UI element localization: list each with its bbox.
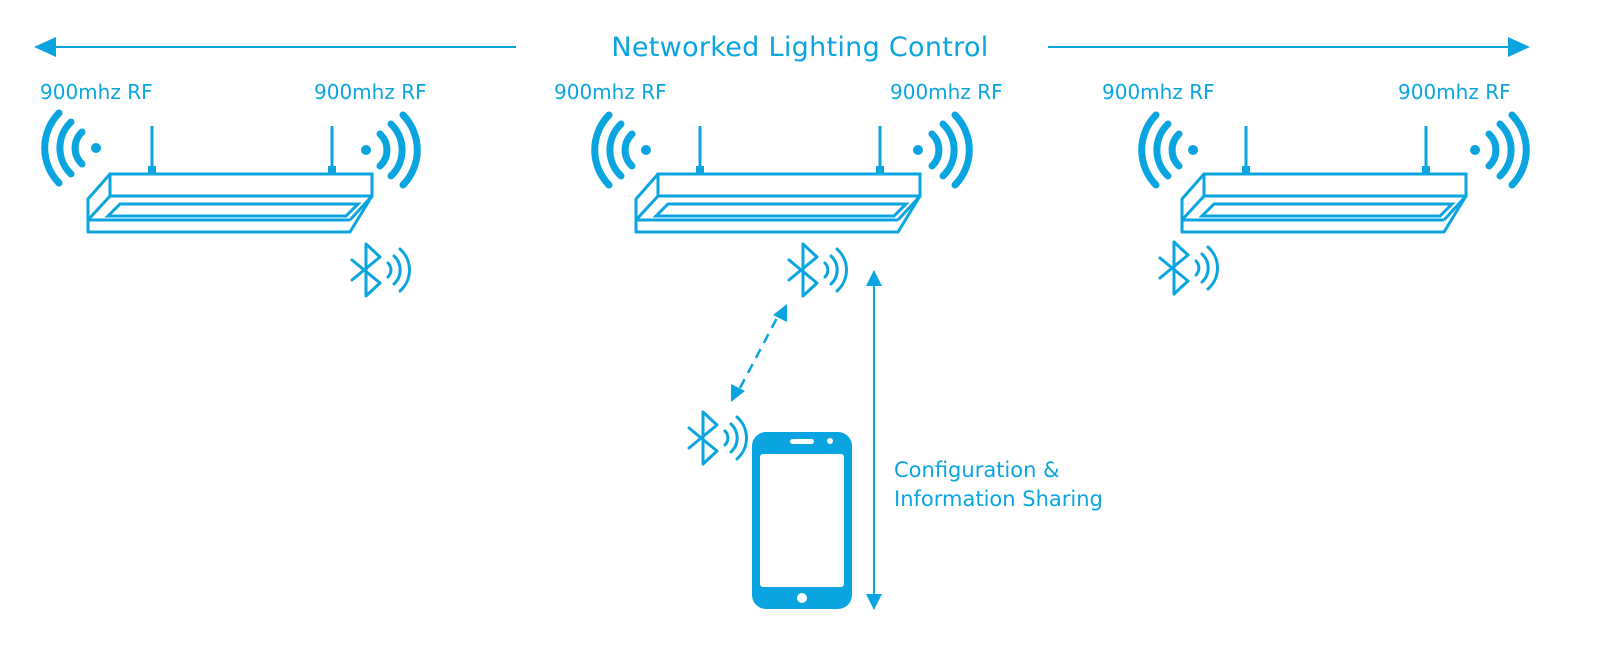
fixture-1-right-rf-label: 900mhz RF — [314, 80, 427, 104]
bluetooth-icon — [787, 242, 848, 298]
configuration-link-arrow — [866, 270, 882, 610]
network-span-arrow-left — [34, 37, 516, 57]
fixture-1-left-rf-label: 900mhz RF — [40, 80, 153, 104]
fixture-3-right-rf-label: 900mhz RF — [1398, 80, 1511, 104]
wifi-signal-icon — [595, 115, 651, 185]
bluetooth-link-arrow — [731, 304, 787, 402]
configuration-caption-line2: Information Sharing — [894, 487, 1103, 511]
light-fixture-icon — [1180, 124, 1468, 234]
configuration-caption: Configuration & Information Sharing — [894, 456, 1103, 514]
bluetooth-icon — [1158, 240, 1219, 296]
wifi-signal-icon — [1142, 115, 1198, 185]
configuration-caption-line1: Configuration & — [894, 458, 1060, 482]
network-span-arrow-right — [1048, 37, 1530, 57]
wifi-signal-icon — [1470, 115, 1526, 185]
wifi-signal-icon — [45, 113, 101, 183]
fixture-2-right-rf-label: 900mhz RF — [890, 80, 1003, 104]
smartphone-icon — [752, 432, 852, 609]
bluetooth-icon — [350, 242, 411, 298]
light-fixture-icon — [634, 124, 922, 234]
diagram-title: Networked Lighting Control — [611, 32, 989, 63]
light-fixture-icon — [86, 124, 374, 234]
bluetooth-icon — [687, 410, 748, 466]
fixture-3-left-rf-label: 900mhz RF — [1102, 80, 1215, 104]
fixture-2-left-rf-label: 900mhz RF — [554, 80, 667, 104]
